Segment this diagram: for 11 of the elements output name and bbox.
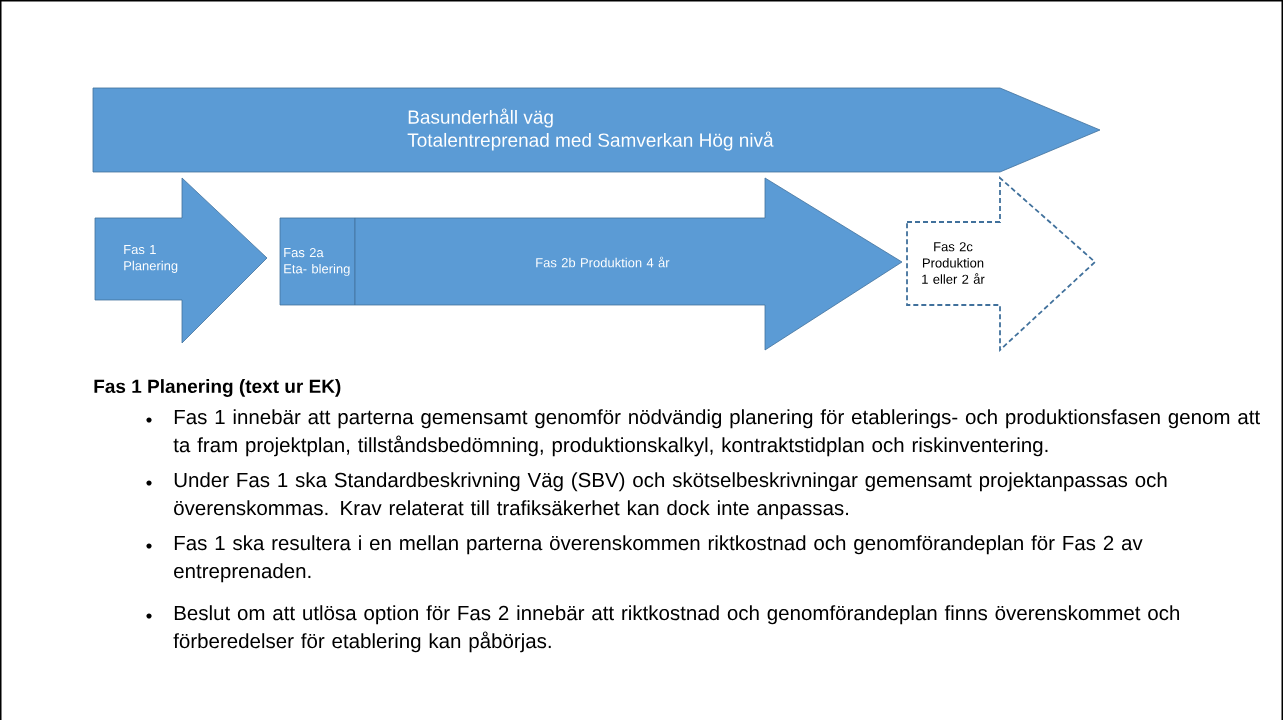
- phase-label: Fas 1 Planering: [124, 245, 178, 273]
- section-heading: Fas 1 Planering (text ur EK): [94, 379, 341, 397]
- phase-label: Fas 2a Eta- blering: [284, 248, 350, 276]
- bullet-item: Beslut om att utlösa option för Fas 2 innebär att riktkostnad och genomförandeplan finns överenskommet och förberedelser för etablering kan påbörjas.: [173, 605, 1179, 653]
- phase-label: Fas 2c Produktion 1 eller 2 år: [922, 242, 985, 284]
- phase-label: Basunderhåll väg: [408, 108, 553, 128]
- bullet-item: Under Fas 1 ska Standardbeskrivning Väg (SBV) och skötselbeskrivningar gemensamt projektanpassas och överenskommas. Krav relaterat till trafiksäkerhet kan dock inte anpassas.: [174, 472, 1167, 520]
- phase-label: Totalentreprenad med Samverkan Hög nivå: [407, 131, 774, 151]
- phase-label: Fas 2b Produktion 4 år: [536, 256, 670, 268]
- bullet-item: Fas 1 innebär att parterna gemensamt genomför nödvändig planering för etablerings- och produktionsfasen genom att ta fram projektplan, tillståndsbedömning, produktionskalkyl, kontraktstidplan och riskinventering.: [173, 409, 1260, 457]
- bullet-item: Fas 1 ska resultera i en mellan parterna överenskommen riktkostnad och genomförandeplan för Fas 2 av entreprenaden.: [174, 535, 1143, 583]
